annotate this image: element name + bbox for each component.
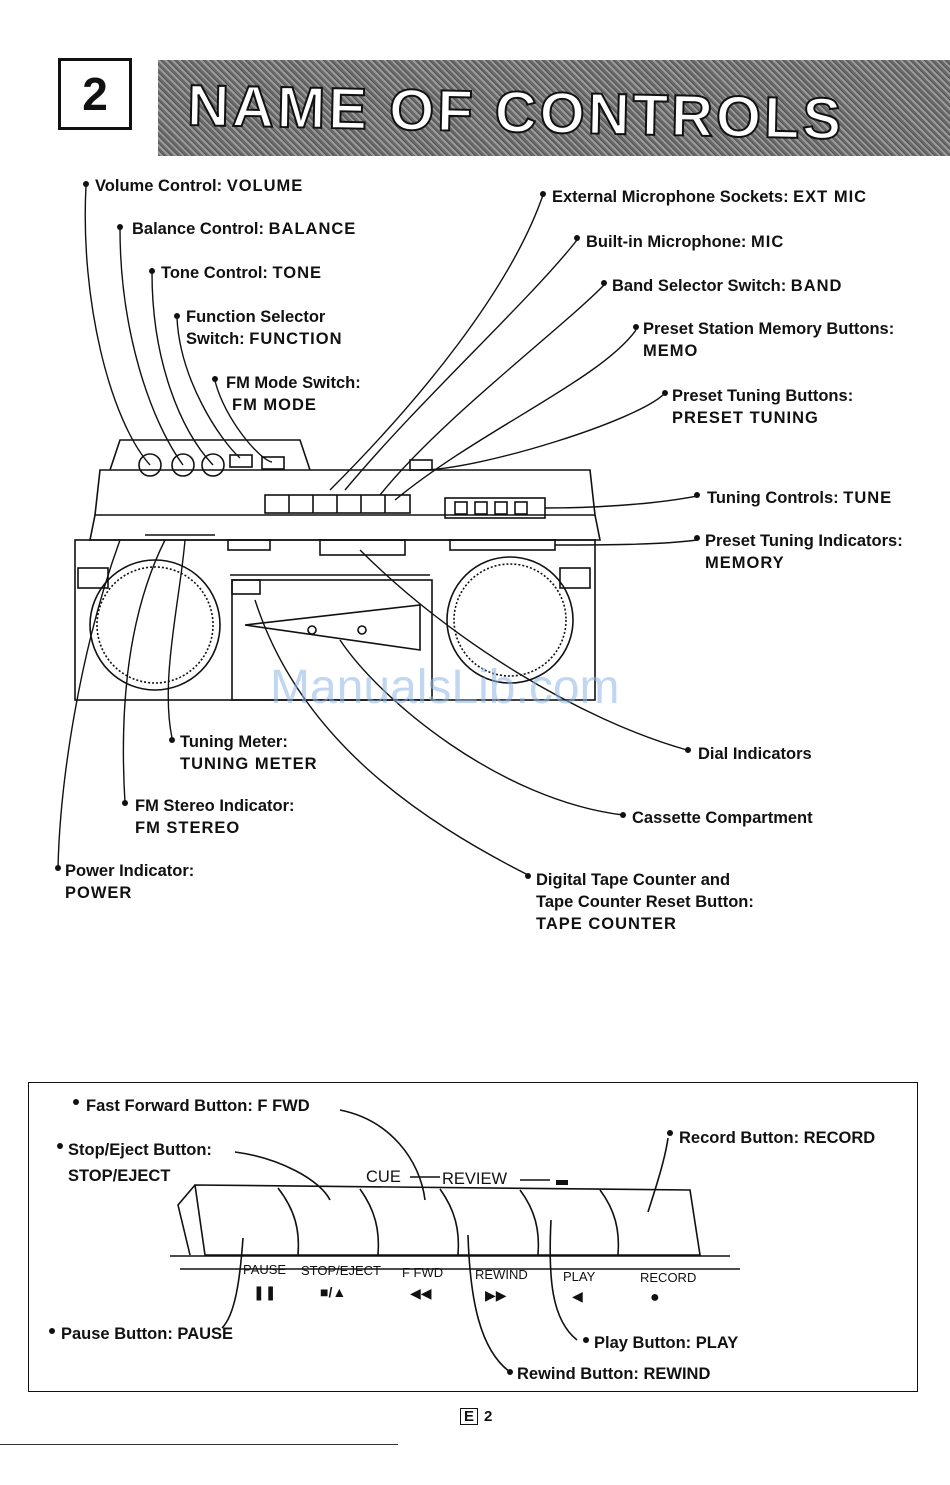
key-record[interactable]: RECORD <box>640 1270 697 1285</box>
label-ffwd-button: Fast Forward Button: F FWD <box>86 1097 310 1115</box>
label-tune: Tuning Controls: TUNE <box>707 489 893 507</box>
label-tone: Tone Control: TONE <box>161 264 323 282</box>
fast-forward-icon: ◀◀ <box>410 1285 432 1301</box>
cassette-deck-panel <box>28 1082 918 1392</box>
label-function: Function Selector Switch: FUNCTION <box>186 308 343 348</box>
label-volume: Volume Control: VOLUME <box>95 177 304 195</box>
key-pause[interactable]: PAUSE <box>243 1262 287 1277</box>
key-rewind[interactable]: REWIND <box>475 1267 528 1282</box>
label-preset-tuning: Preset Tuning Buttons: PRESET TUNING <box>672 387 854 427</box>
label-memory: Preset Tuning Indicators: MEMORY <box>705 532 903 572</box>
label-play-button: Play Button: PLAY <box>594 1334 739 1352</box>
key-ffwd[interactable]: F FWD <box>402 1265 444 1280</box>
title-banner <box>158 60 950 156</box>
label-mic: Built-in Microphone: MIC <box>586 233 785 251</box>
label-fm-stereo: FM Stereo Indicator: FM STEREO <box>135 797 295 837</box>
label-review: REVIEW <box>442 1170 508 1188</box>
label-pause-button: Pause Button: PAUSE <box>61 1325 234 1343</box>
label-cassette-compartment: Cassette Compartment <box>632 809 813 827</box>
label-band: Band Selector Switch: BAND <box>612 277 843 295</box>
section-number: 2 <box>58 58 132 130</box>
play-icon: ◀ <box>572 1288 583 1304</box>
label-stop-eject-button: Stop/Eject Button: STOP/EJECT <box>68 1141 212 1185</box>
pause-icon: ❚❚ <box>253 1284 277 1300</box>
label-rewind-button: Rewind Button: REWIND <box>517 1365 711 1383</box>
rewind-icon: ▶▶ <box>485 1287 507 1303</box>
key-play[interactable]: PLAY <box>563 1269 596 1284</box>
watermark: ManualsLib.com <box>270 661 620 714</box>
label-tuning-meter: Tuning Meter: TUNING METER <box>180 733 318 773</box>
label-cue: CUE <box>366 1168 401 1186</box>
label-memo: Preset Station Memory Buttons: MEMO <box>643 320 895 360</box>
record-icon: ● <box>650 1289 660 1306</box>
stop-eject-icon: ■/▲ <box>320 1284 347 1300</box>
footer-rule <box>0 1444 398 1445</box>
label-ext-mic: External Microphone Sockets: EXT MIC <box>552 188 868 206</box>
label-power: Power Indicator: POWER <box>65 862 195 902</box>
label-fm-mode: FM Mode Switch: FM MODE <box>226 374 361 414</box>
label-dial-indicators: Dial Indicators <box>698 745 812 763</box>
key-stop-eject[interactable]: STOP/EJECT <box>301 1263 381 1278</box>
label-balance: Balance Control: BALANCE <box>132 220 357 238</box>
label-record-button: Record Button: RECORD <box>679 1129 876 1147</box>
label-tape-counter: Digital Tape Counter and Tape Counter Re… <box>536 871 754 933</box>
